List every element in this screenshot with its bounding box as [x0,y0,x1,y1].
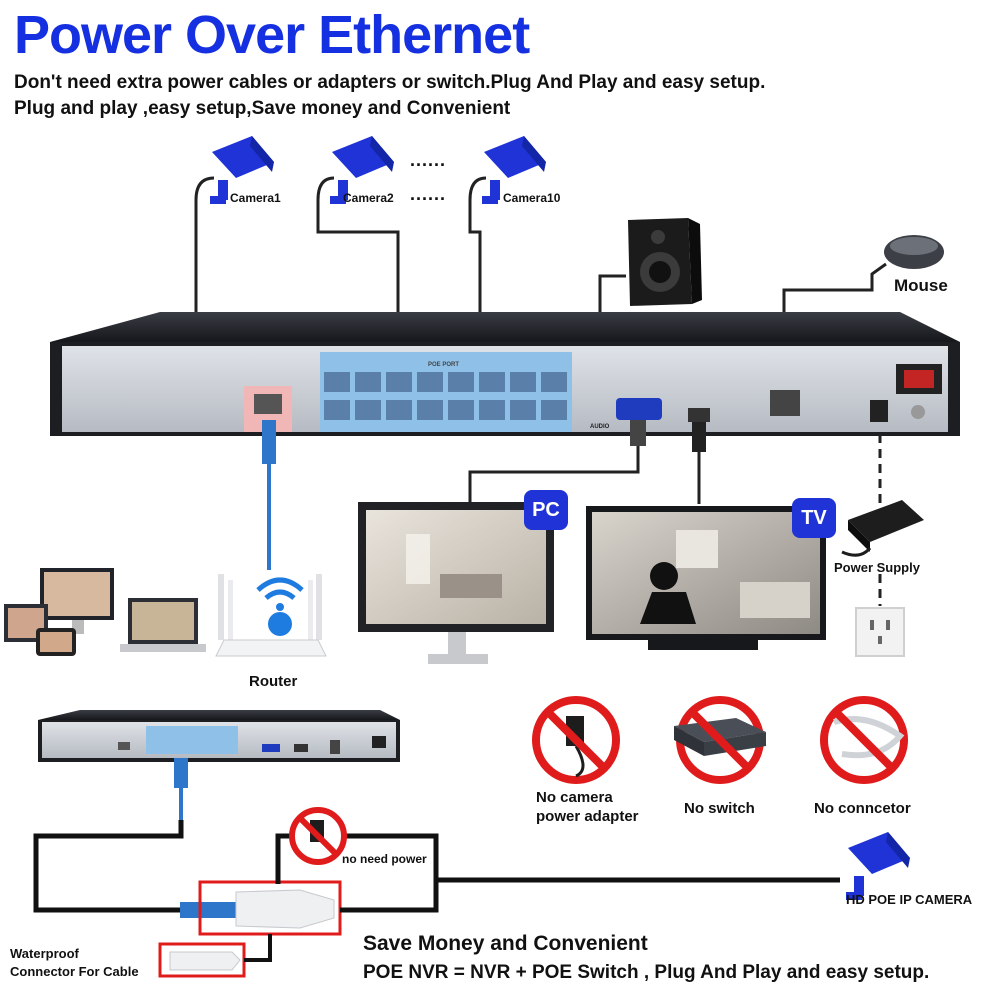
poe-port [324,400,350,420]
no-switch-label: No switch [684,800,755,817]
no-adapter-label-1: No camera [536,789,613,806]
no-adapter-label-2: power adapter [536,808,639,825]
poe-ports [324,372,567,420]
camera2-label: Camera2 [343,191,394,205]
poe-port-label: POE PORT [428,362,460,368]
no-need-power-label: no need power [342,852,427,866]
page-title: Power Over Ethernet [14,5,530,65]
camera10-label: Camera10 [503,191,561,205]
camera1-label: Camera1 [230,191,281,205]
poe-port [417,372,443,392]
subtitle-line-1: Don't need extra power cables or adapter… [14,72,766,93]
tv [586,506,826,650]
save-money-heading: Save Money and Convenient [363,932,648,955]
power-supply-label: Power Supply [834,560,920,575]
audio-label: AUDIO [590,424,610,430]
ip-camera-icon [846,832,910,900]
pc-monitor [358,502,554,664]
poe-port [417,400,443,420]
no-power-icon [289,807,347,865]
waterproof-label-2: Connector For Cable [10,964,139,979]
speaker-icon [628,218,702,306]
poe-nvr-equation: POE NVR = NVR + POE Switch , Plug And Pl… [363,962,930,983]
pc-badge: PC [524,490,568,530]
poe-port [479,372,505,392]
mouse-icon [884,235,944,269]
viewing-devices-icon [4,568,206,656]
no-adapter-icon [532,696,620,784]
wall-outlet-icon [855,607,905,657]
tv-badge: TV [792,498,836,538]
poe-port [541,372,567,392]
no-connector-icon [820,696,908,784]
poe-port [510,400,536,420]
poe-port [510,372,536,392]
small-nvr [38,710,400,762]
poe-port [324,372,350,392]
poe-port [448,400,474,420]
waterproof-label-1: Waterproof [10,946,79,961]
poe-port [386,372,412,392]
no-switch-icon [674,696,766,784]
poe-port [355,400,381,420]
camera-dots-bottom: ...... [410,184,447,204]
poe-port [386,400,412,420]
poe-port [479,400,505,420]
poe-port [541,400,567,420]
ip-camera-label: HD POE IP CAMERA [846,892,973,907]
poe-port [448,372,474,392]
router-label: Router [249,673,298,690]
mouse-label: Mouse [894,276,948,295]
poe-port [355,372,381,392]
camera-dots-top: ...... [410,150,447,170]
no-connector-label: No conncetor [814,800,911,817]
router-icon [215,574,327,657]
subtitle-line-2: Plug and play ,easy setup,Save money and… [14,98,511,119]
power-supply-icon [841,500,924,557]
